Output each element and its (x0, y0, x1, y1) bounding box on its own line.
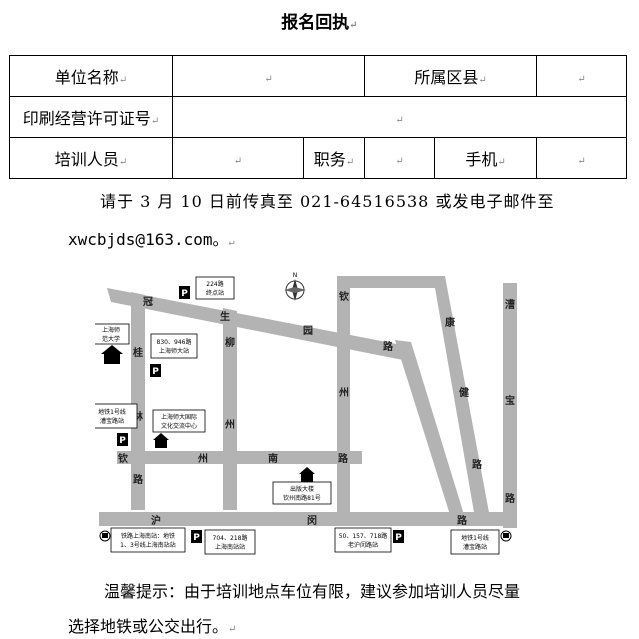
metro-icon (500, 530, 512, 542)
road-label: 钦 (118, 452, 128, 465)
position-label: 职务↵ (302, 137, 366, 179)
svg-text:P: P (395, 533, 402, 543)
road-label: 健 (459, 386, 469, 399)
svg-text:P: P (119, 436, 126, 446)
svg-text:上海师大国际: 上海师大国际 (161, 413, 197, 421)
road-label: 康 (445, 316, 456, 329)
svg-text:老沪闵路站: 老沪闵路站 (348, 541, 378, 549)
parking-icon: P (117, 433, 128, 446)
road-qin-right (350, 276, 490, 518)
road-qinzhou-south (117, 451, 362, 464)
svg-text:上海师大站: 上海师大站 (159, 347, 189, 355)
svg-text:上海南站站: 上海南站站 (215, 543, 245, 551)
road-label: 州 (197, 453, 208, 465)
building-icon (153, 433, 169, 448)
road-label: 州 (338, 387, 349, 399)
trainee-label: 培训人员↵ (9, 137, 173, 179)
svg-text:钦州南路81号: 钦州南路81号 (283, 494, 321, 502)
label-publishing-building: 出版大楼 钦州南路81号 (272, 481, 332, 505)
notice-line-2: xwcbjds@163.com。↵ (68, 230, 235, 249)
road-kangjian-inner (395, 340, 465, 518)
road-label: 州 (224, 419, 235, 431)
label-culture-center: 上海师大国际 文化交流中心 (152, 409, 206, 433)
svg-text:P: P (152, 367, 159, 377)
svg-text:漕宝路站: 漕宝路站 (100, 417, 124, 425)
road-humin (99, 512, 517, 526)
building-icon (299, 467, 315, 482)
road-label: 路 (505, 492, 516, 505)
road-label: 路 (383, 340, 394, 353)
compass-icon: N (284, 272, 306, 301)
svg-text:224路: 224路 (206, 280, 223, 288)
road-label: 路 (338, 452, 349, 465)
svg-text:漕宝路站: 漕宝路站 (463, 543, 487, 551)
road-label: 宝 (505, 394, 515, 407)
road-guanshengyuan (107, 288, 407, 360)
unit-name-field[interactable]: ↵ (171, 55, 366, 97)
parking-icon: P (393, 530, 404, 543)
label-metro1-caobao-2: 地铁1号线 漕宝路站 (450, 529, 500, 555)
district-field[interactable]: ↵ (536, 55, 628, 97)
road-label: 园 (303, 325, 313, 337)
notice-line-1: 请于 3 月 10 日前传真至 021-64516538 或发电子邮件至 (100, 192, 555, 211)
mobile-label: 手机↵ (434, 137, 538, 179)
svg-text:文化交流中心: 文化交流中心 (161, 422, 197, 430)
parking-icon: P (179, 286, 190, 299)
svg-text:N: N (293, 272, 298, 279)
svg-text:范大学: 范大学 (102, 335, 120, 343)
label-bus-224: 224路 终点站 (195, 276, 235, 300)
road-label: 林 (133, 410, 144, 423)
road-label: 南 (268, 452, 278, 465)
road-label: 漕 (505, 298, 515, 311)
road-label: 沪 (151, 514, 161, 527)
road-caobao (503, 283, 517, 528)
road-label: 路 (457, 514, 468, 527)
svg-text:830、946路: 830、946路 (157, 338, 192, 346)
svg-text:出版大楼: 出版大楼 (290, 485, 314, 493)
registration-form: 单位名称↵ ↵ 所属区县↵ ↵ 印刷经营许可证号↵ ↵ 培训人员↵ ↵ 职务↵ … (9, 55, 628, 179)
trainee-field[interactable]: ↵ (172, 137, 304, 179)
svg-text:铁路上海南站：地铁: 铁路上海南站：地铁 (121, 532, 175, 540)
label-bus-830: 830、946路 上海师大站 (150, 333, 198, 359)
svg-text:1、3号线上海南站站: 1、3号线上海南站站 (120, 541, 176, 549)
label-bus-704: 704、218路 上海南站站 (204, 529, 256, 555)
svg-text:50、157、718路: 50、157、718路 (339, 532, 388, 540)
road-label: 路 (133, 473, 144, 486)
parking-icon: P (191, 530, 202, 543)
svg-text:地铁1号线: 地铁1号线 (98, 408, 126, 416)
metro-icon (99, 530, 111, 542)
label-metro-south: 铁路上海南站：地铁 1、3号线上海南站站 (110, 527, 186, 553)
label-shnu: 上海师 范大学 (95, 323, 130, 345)
road-label: 柳 (225, 336, 235, 349)
page-title: 报名回执↵ (281, 13, 358, 33)
svg-text:P: P (193, 533, 200, 543)
district-label: 所属区县↵ (364, 55, 538, 97)
location-map: N 冠 生 园 路 钦 州 桂 林 路 柳 州 钦 州 南 路 沪 闵 路 康 … (95, 272, 517, 555)
label-bus-50: 50、157、718路 老沪闵路站 (334, 527, 392, 553)
license-field[interactable]: ↵ (171, 96, 628, 138)
road-qin (337, 276, 350, 526)
svg-text:终点站: 终点站 (206, 289, 224, 297)
road-label: 桂 (132, 346, 143, 359)
label-metro1-caobao: 地铁1号线 漕宝路站 (95, 403, 138, 429)
road-label: 生 (220, 310, 230, 323)
road-label: 钦 (339, 290, 349, 303)
road-label: 闵 (307, 514, 317, 527)
tip-line-2: 选择地铁或公交出行。↵ (68, 617, 237, 636)
svg-text:704、218路: 704、218路 (213, 534, 248, 542)
svg-text:P: P (181, 289, 188, 299)
road-label: 路 (472, 458, 483, 471)
svg-text:地铁1号线: 地铁1号线 (461, 534, 489, 542)
road-label: 冠 (143, 296, 153, 308)
svg-text:上海师: 上海师 (102, 326, 120, 334)
unit-name-label: 单位名称↵ (9, 55, 173, 97)
building-icon (101, 345, 123, 364)
parking-icon: P (150, 364, 161, 377)
position-field[interactable]: ↵ (364, 137, 436, 179)
mobile-field[interactable]: ↵ (536, 137, 628, 179)
tip-line-1: 温馨提示：由于培训地点车位有限，建议参加培训人员尽量 (104, 582, 521, 601)
license-label: 印刷经营许可证号↵ (9, 96, 173, 138)
